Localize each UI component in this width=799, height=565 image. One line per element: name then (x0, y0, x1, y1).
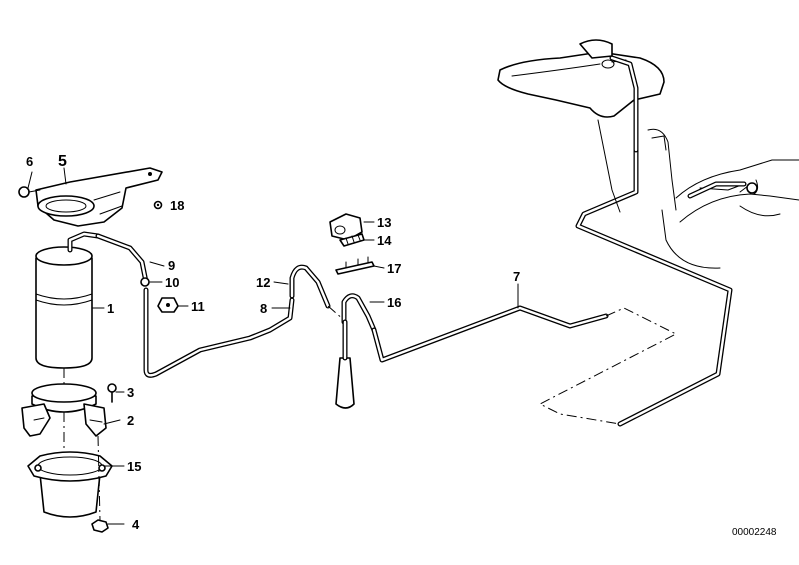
assembly-axis (63, 368, 101, 521)
charcoal-canister (35, 231, 101, 369)
callout-8: 8 (260, 301, 267, 316)
callout-3: 3 (127, 385, 134, 400)
hose-clamp (140, 277, 150, 287)
vent-hose (95, 233, 149, 285)
fuel-line (371, 305, 609, 363)
callout-14: 14 (377, 233, 392, 248)
nut (91, 519, 109, 533)
connecting-hose (289, 264, 331, 309)
callout-17: 17 (387, 261, 401, 276)
inlet-pipe (335, 319, 355, 409)
mounting-bracket (35, 167, 163, 227)
canister-holder (27, 451, 113, 518)
diagram-reference-number: 00002248 (732, 527, 777, 538)
callout-4: 4 (132, 517, 140, 532)
vent-pipe (143, 287, 295, 378)
callout-18: 18 (170, 198, 184, 213)
callout-11: 11 (191, 299, 205, 314)
bolt (18, 186, 41, 198)
pipe-clip-strip (335, 256, 375, 275)
hose (341, 293, 377, 333)
clip (153, 200, 163, 210)
fuel-tank (497, 39, 799, 269)
grommet (157, 297, 179, 313)
callout-2: 2 (127, 413, 134, 428)
pipe-clip (329, 213, 363, 241)
leader-lines (27, 167, 519, 525)
hose-axis (327, 305, 345, 321)
callout-5: 5 (58, 153, 67, 170)
screw (107, 383, 117, 403)
callout-7: 7 (513, 269, 520, 284)
routing-outline (538, 307, 678, 425)
callout-10: 10 (165, 275, 179, 290)
callout-6: 6 (26, 154, 33, 169)
canister-clamp (21, 383, 107, 437)
callout-1: 1 (107, 301, 114, 316)
callout-16: 16 (387, 295, 401, 310)
callout-13: 13 (377, 215, 391, 230)
callout-15: 15 (127, 459, 141, 474)
fuel-line-long (575, 147, 733, 427)
callout-12: 12 (256, 275, 270, 290)
callout-9: 9 (168, 258, 175, 273)
